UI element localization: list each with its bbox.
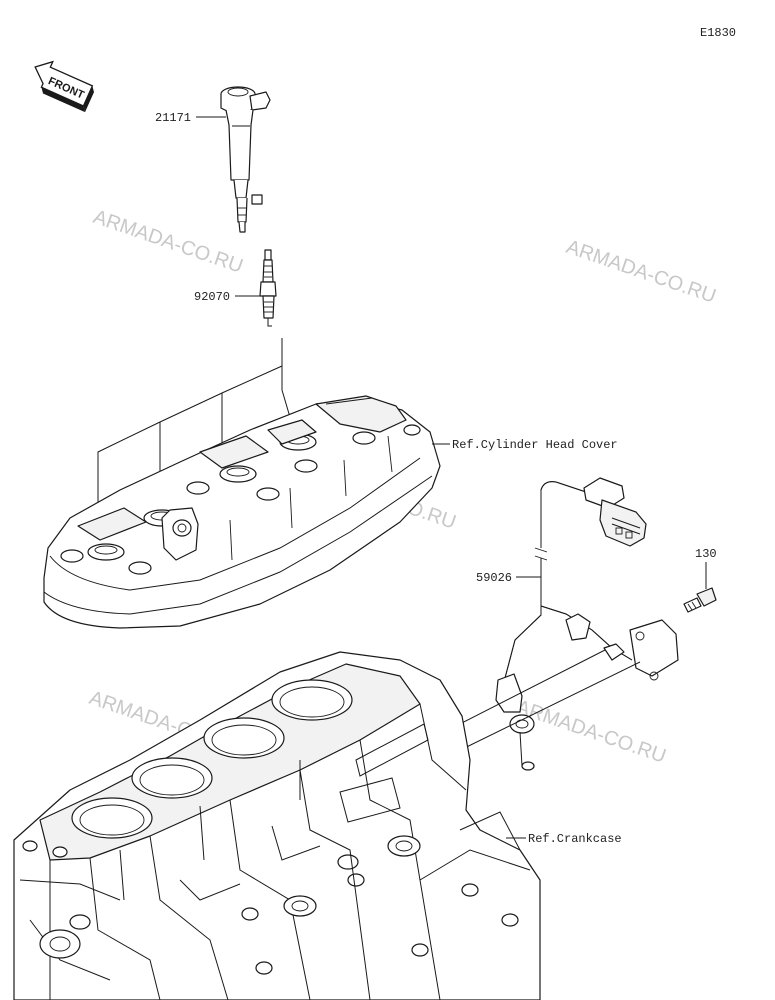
label-harness[interactable]: 59026 [476,571,541,585]
label-spark-plug[interactable]: 92070 [194,290,262,304]
ref-cylinder-head-cover[interactable]: Ref.Cylinder Head Cover [452,438,618,452]
part-number-130[interactable]: 130 [695,547,717,561]
label-ignition-coil[interactable]: 21171 [155,111,226,125]
front-arrow-icon: FRONT [34,60,94,113]
crankcase [13,649,641,1000]
ref-crankcase[interactable]: Ref.Crankcase [528,832,622,846]
cylinder-head-cover [43,338,441,629]
watermark-5: ARMADA-CO.RU [513,696,668,768]
diagram-code: E1830 [700,26,736,40]
label-bolt[interactable]: 130 [695,547,717,589]
label-cylinder-head-cover[interactable]: Ref.Cylinder Head Cover [432,438,618,452]
spark-plug [259,249,277,327]
ignition-coil [220,86,271,233]
wiring-harness [495,477,679,771]
bolt [683,587,717,613]
watermark-2: ARMADA-CO.RU [563,236,718,308]
watermark-1: ARMADA-CO.RU [90,206,245,278]
part-number-92070[interactable]: 92070 [194,290,230,304]
label-crankcase[interactable]: Ref.Crankcase [506,832,622,846]
part-number-59026[interactable]: 59026 [476,571,512,585]
part-number-21171[interactable]: 21171 [155,111,191,125]
